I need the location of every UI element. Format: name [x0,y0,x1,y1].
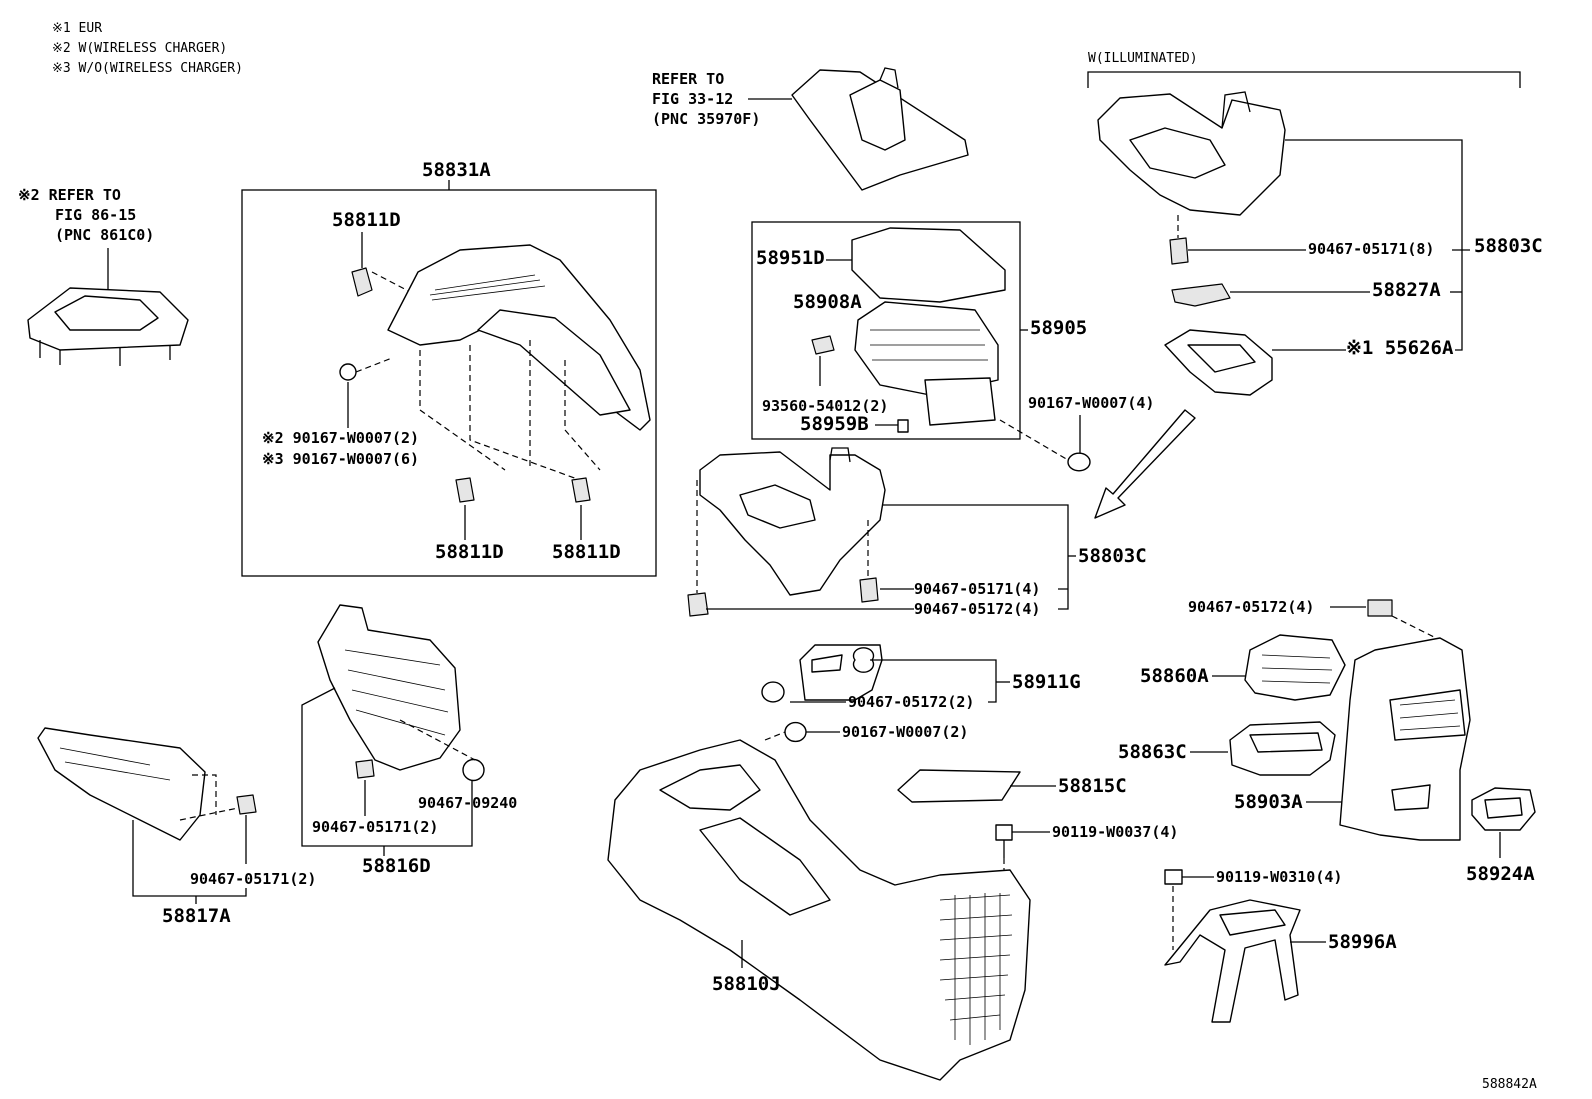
label-90119-W0310-4: 90119-W0310(4) [1216,868,1342,886]
label-58951D: 58951D [756,247,825,269]
label-58811D-right: 58811D [552,541,621,563]
refer-shift-line1: REFER TO [652,70,724,88]
side-panel-58817A-drawing [37,727,206,841]
side-panel-58816D-drawing [317,604,461,771]
label-58811D-top: 58811D [332,209,401,231]
main-console-drawing [607,739,1031,1081]
label-90467-05171-8: 90467-05171(8) [1308,240,1434,258]
note-2: ※2 W(WIRELESS CHARGER) [52,41,227,56]
refer-charger-line3: (PNC 861C0) [55,226,154,244]
refer-charger-line2: FIG 86-15 [55,206,136,224]
figure-id: 588842A [1482,1077,1537,1092]
label-90167-W0007-4: 90167-W0007(4) [1028,394,1154,412]
rear-console-panel-drawing [1339,637,1471,841]
label-58811D-left: 58811D [435,541,504,563]
label-58831A: 58831A [422,159,491,181]
label-90467-05171-2-left: 90467-05171(2) [190,870,316,888]
console-box-mechanism-drawing [854,301,999,426]
label-58860A: 58860A [1140,665,1209,687]
label-58827A: 58827A [1372,279,1441,301]
label-90467-09240: 90467-09240 [418,794,517,812]
cup-holder-middle-drawing [699,447,886,596]
illuminated-label: W(ILLUMINATED) [1088,51,1198,66]
cup-holder-insert-drawing [1164,329,1273,396]
label-55626A: ※1 55626A [1346,337,1454,359]
label-58815C: 58815C [1058,775,1127,797]
label-58817A: 58817A [162,905,231,927]
label-58996A: 58996A [1328,931,1397,953]
label-58908A: 58908A [793,291,862,313]
refer-shift-line2: FIG 33-12 [652,90,733,108]
mat-drawing [897,769,1021,803]
note-3: ※3 W/O(WIRELESS CHARGER) [52,61,243,76]
storage-tray-drawing [1229,721,1336,776]
wireless-charger-drawing [27,287,189,366]
label-93560-54012: 93560-54012(2) [762,397,888,415]
console-upper-panel-drawing [387,244,651,431]
label-90467-05171-2-mid: 90467-05171(2) [312,818,438,836]
rear-vent-drawing [1244,634,1346,701]
label-58905: 58905 [1030,317,1087,339]
arrow [1094,409,1196,519]
label-58959B: 58959B [800,413,869,435]
refer-shift-line3: (PNC 35970F) [652,110,760,128]
label-90167-W0007-2: 90167-W0007(2) [842,723,968,741]
label-58863C: 58863C [1118,741,1187,763]
refer-charger-line1: ※2 REFER TO [18,186,121,204]
bezel-58924A-drawing [1471,787,1536,831]
label-58924A: 58924A [1466,863,1535,885]
label-90467-05171-4: 90467-05171(4) [914,580,1040,598]
label-58803C-mid: 58803C [1078,545,1147,567]
note-1: ※1 EUR [52,21,102,36]
bracket-58996A-drawing [1164,899,1301,1023]
label-90167-W0007-2-note2: ※2 90167-W0007(2) [262,429,419,447]
label-90119-W0037-4: 90119-W0037(4) [1052,823,1178,841]
label-90467-05172-4-right: 90467-05172(4) [1188,598,1314,616]
armrest-lid-drawing [851,227,1006,303]
label-58903A: 58903A [1234,791,1303,813]
box-58831A [241,189,657,577]
label-58816D: 58816D [362,855,431,877]
label-58911G: 58911G [1012,671,1081,693]
shift-panel-drawing [791,67,969,191]
label-90467-05172-2: 90467-05172(2) [848,693,974,711]
switch-panel-drawing [799,644,883,701]
label-90467-05172-4-mid: 90467-05172(4) [914,600,1040,618]
label-58810J: 58810J [712,973,781,995]
cup-holder-upper-illuminated-drawing [1097,91,1286,216]
label-58803C-top: 58803C [1474,235,1543,257]
label-90167-W0007-6-note3: ※3 90167-W0007(6) [262,450,419,468]
